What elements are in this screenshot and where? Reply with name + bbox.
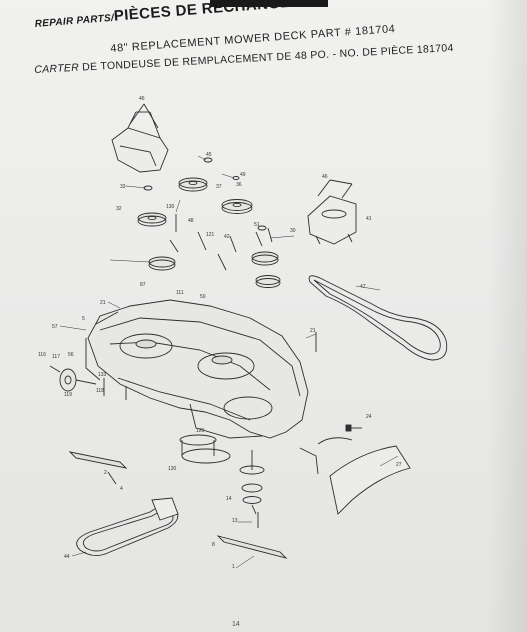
mower-deck-housing [85, 299, 309, 439]
callout: 57 [52, 324, 58, 330]
callout: 118 [96, 388, 104, 394]
callout: 121 [206, 232, 215, 238]
callout: 21 [310, 328, 316, 334]
callout: 24 [366, 414, 372, 420]
callout: 8 [212, 542, 215, 548]
callout: 130 [166, 204, 175, 210]
callout: 49 [240, 172, 246, 178]
deflector-bracket [111, 103, 169, 173]
callout: 27 [396, 462, 402, 468]
callout: 120 [196, 428, 205, 434]
callout: 119 [64, 392, 72, 398]
callout: 13 [232, 518, 238, 524]
callout: 51 [254, 222, 260, 228]
callout: 87 [140, 282, 146, 288]
callout: 42 [224, 234, 230, 240]
callout: 48 [188, 218, 194, 224]
callout: 1 [232, 564, 235, 570]
idler-bracket [307, 179, 357, 245]
callout: 4 [120, 486, 123, 492]
page-number: 14 [232, 621, 240, 628]
callout: 130 [168, 466, 177, 472]
callout: 46 [322, 174, 328, 180]
gauge-wheel [49, 365, 97, 392]
callout: 117 [52, 354, 60, 360]
callout: 45 [206, 152, 212, 158]
callout: 2 [104, 470, 107, 476]
callout: 50 [200, 294, 206, 300]
callout: 36 [236, 182, 242, 188]
callout: 46 [139, 96, 145, 102]
spindle-assembly [179, 434, 265, 515]
callout-labels: 46 45 33 49 36 32 130 37 46 41 51 30 48 … [38, 96, 402, 570]
callout: 37 [216, 184, 222, 190]
callout: 41 [366, 216, 372, 222]
leader-lines [59, 155, 399, 569]
callout: 5 [82, 316, 85, 322]
top-redaction-bar [210, 0, 328, 7]
callout: 116 [38, 352, 46, 358]
drive-belt [308, 275, 448, 361]
callout: 14 [226, 496, 232, 502]
callout: 30 [290, 228, 296, 234]
upper-pulleys [137, 157, 281, 288]
callout: 111 [176, 290, 184, 296]
callout: 32 [116, 206, 122, 212]
right-baffle [299, 437, 411, 515]
callout: 44 [64, 554, 70, 560]
callout: 33 [120, 184, 126, 190]
bolts [169, 214, 362, 528]
callout: 21 [100, 300, 106, 306]
lower-belt [76, 497, 179, 556]
callout: 47 [360, 284, 366, 290]
blades [68, 451, 288, 559]
callout: 56 [68, 352, 74, 358]
page-edge-shadow [487, 0, 527, 632]
callout: 133 [98, 372, 107, 378]
